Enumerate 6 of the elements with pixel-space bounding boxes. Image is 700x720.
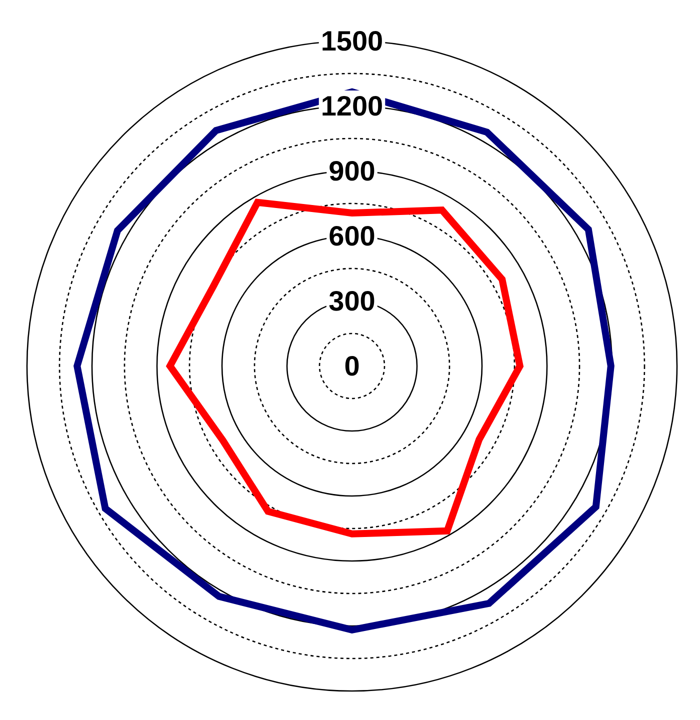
axis-tick-label: 1200 [320,90,384,122]
axis-tick-label: 600 [328,220,376,252]
axis-tick-label: 300 [328,286,376,316]
axis-tick-label: 900 [328,156,376,186]
axis-tick-label: 1500 [320,26,384,56]
axis-tick-label: 0 [344,350,360,382]
